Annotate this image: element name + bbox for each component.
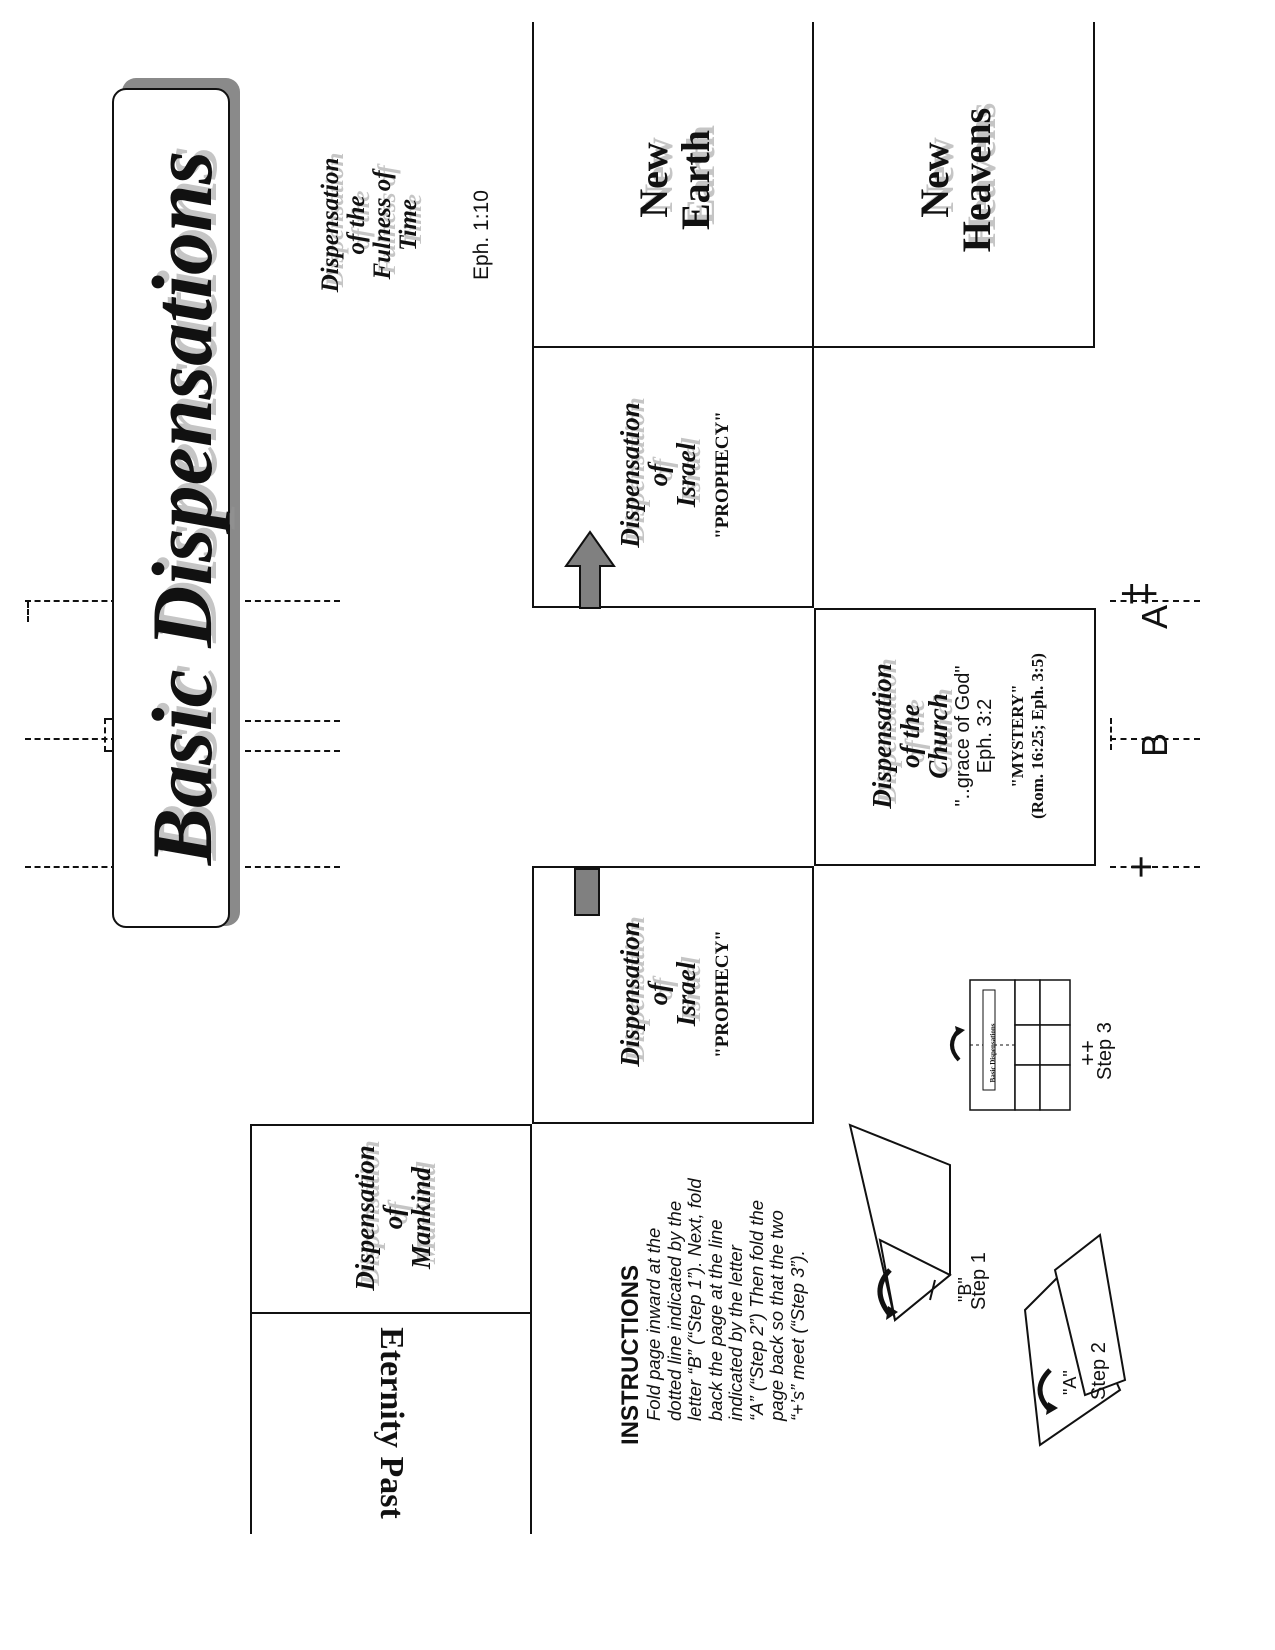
grid-line xyxy=(532,22,534,348)
plus-marker-a2: + xyxy=(1120,572,1144,616)
fulness-line: Time xyxy=(395,199,422,251)
mankind-box xyxy=(250,1124,532,1314)
arrow-up-icon xyxy=(564,530,616,609)
church-label: "MYSTERY" xyxy=(1008,684,1027,788)
israel-top-line: Israel xyxy=(671,442,701,508)
step1-diagram xyxy=(848,1123,952,1322)
plus-marker-b: + xyxy=(1119,855,1164,879)
mankind-line: of xyxy=(378,1206,408,1230)
fold-line-a-bottom xyxy=(1110,600,1200,602)
instructions-line: indicated by the letter xyxy=(725,1245,746,1421)
fold-line-b-bottom xyxy=(1110,738,1200,740)
new-heavens-line: Heavens xyxy=(954,107,999,253)
israel-bottom-text: Dispensation of Israel "PROPHECY" xyxy=(540,872,810,1116)
israel-top-label: "PROPHECY" xyxy=(712,411,733,539)
mankind-text: Dispensation of Mankind xyxy=(258,1128,528,1308)
fold-line-top xyxy=(27,602,29,622)
new-earth-line: Earth xyxy=(673,130,718,230)
step2-label: Step 2 xyxy=(1088,1342,1110,1400)
step3-label: Step 3 xyxy=(1094,1022,1116,1080)
israel-bottom-line: Israel xyxy=(671,961,701,1027)
israel-bottom-line: Dispensation xyxy=(615,921,645,1067)
fold-line-plus-mid xyxy=(245,866,340,868)
title-banner xyxy=(112,88,230,928)
church-refs: (Rom. 16:25; Eph. 3:5) xyxy=(1028,653,1047,819)
instructions-line: dotted line indicated by the xyxy=(663,1200,685,1421)
title-wrap: Basic Dispensations xyxy=(132,98,232,918)
fulness-line: Fulness of xyxy=(369,170,396,280)
church-line: Church xyxy=(923,693,953,779)
instructions-line: “A” (“Step 2”) Then fold the xyxy=(745,1199,767,1421)
israel-top-box xyxy=(532,346,814,608)
new-earth-line: New xyxy=(631,142,676,218)
fold-line-b2-mid xyxy=(245,750,340,752)
grid-line xyxy=(530,1312,532,1534)
step3-thumb-title: Basic Dispensations xyxy=(989,1023,997,1083)
mankind-line: Mankind xyxy=(406,1166,436,1270)
israel-top-line: of xyxy=(643,463,673,487)
marker-b-notch xyxy=(1110,718,1118,750)
eternity-past-label: Eternity Past xyxy=(373,1327,410,1519)
church-line: Dispensation xyxy=(867,663,897,809)
fulness-block: Dispensation of the Fulness of Time Eph.… xyxy=(317,70,508,300)
step1-label: Step 1 xyxy=(968,1252,990,1310)
new-heavens-line: New xyxy=(912,142,957,218)
instructions-line: “+’s” meet (“Step 3”). xyxy=(786,1250,808,1421)
church-text: Dispensation of the Church "..grace of G… xyxy=(822,614,1094,858)
fold-line-plus-bottom xyxy=(1110,866,1200,868)
fold-line-b-mid xyxy=(245,720,340,722)
instructions-line: Fold page inward at the xyxy=(643,1227,664,1421)
instructions-line: back the page at the line xyxy=(704,1219,726,1421)
grid-line xyxy=(250,1312,252,1534)
mankind-line: Dispensation xyxy=(350,1145,380,1291)
israel-bottom-line: of xyxy=(643,982,673,1006)
plus-marker-a: + xyxy=(1135,572,1159,616)
instructions-line: page back so that the two xyxy=(766,1210,787,1421)
fulness-line: of the xyxy=(343,195,370,255)
new-heavens-box: New Heavens xyxy=(826,30,1086,330)
fold-notch xyxy=(104,718,114,752)
page-title: Basic Dispensations xyxy=(134,150,230,866)
israel-bottom-label: "PROPHECY" xyxy=(712,930,733,1058)
fold-line-b-top xyxy=(25,738,117,740)
instructions-line: letter “B” (“Step 1”). Next, fold xyxy=(684,1178,705,1421)
gray-tab xyxy=(574,868,600,916)
instructions: INSTRUCTIONS Fold page inward at the dot… xyxy=(617,1145,818,1445)
church-quote: "..grace of God" xyxy=(952,665,974,807)
fulness-line: Dispensation xyxy=(317,157,344,293)
grid-line xyxy=(812,22,814,348)
grid-line xyxy=(250,1312,532,1314)
fold-line-a-mid xyxy=(245,600,340,602)
marker-b: B xyxy=(1134,733,1175,758)
church-box xyxy=(814,608,1096,866)
israel-top-line: Dispensation xyxy=(615,402,645,548)
fold-line-a-top xyxy=(25,600,117,602)
step2-letter: "A" xyxy=(1060,1370,1080,1395)
grid-line xyxy=(1093,22,1095,348)
new-earth-box: New Earth xyxy=(545,30,805,330)
step2-diagram xyxy=(1023,1233,1127,1447)
eternity-past-box: Eternity Past xyxy=(250,1314,532,1532)
church-ref: Eph. 3:2 xyxy=(974,698,996,774)
fold-line-plus-top xyxy=(25,866,117,868)
step3-diagram xyxy=(950,979,1071,1111)
church-line: of the xyxy=(895,704,925,768)
instructions-heading: INSTRUCTIONS xyxy=(617,1265,644,1445)
fulness-ref: Eph. 1:10 xyxy=(470,190,493,280)
